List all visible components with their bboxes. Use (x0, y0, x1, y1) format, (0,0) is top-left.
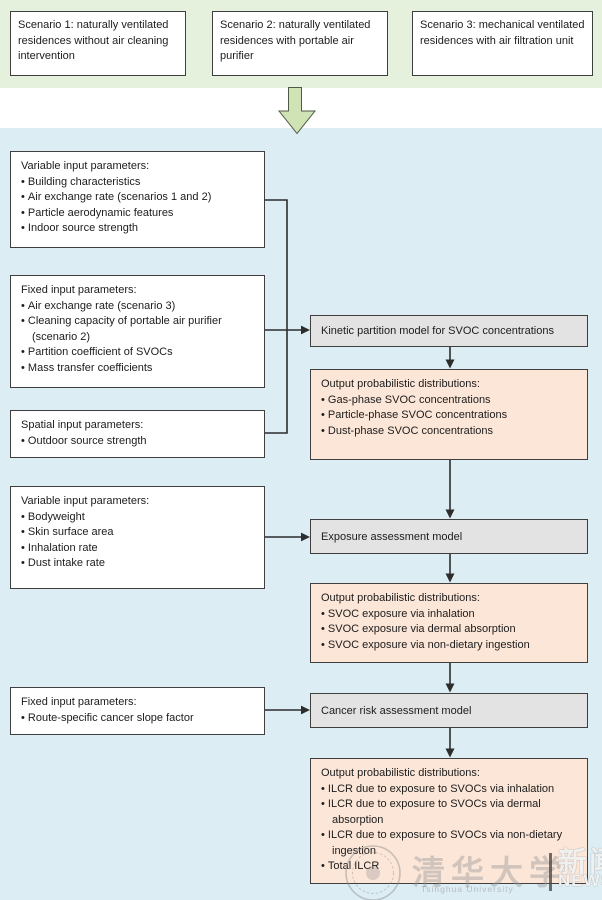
bullet-item: Cleaning capacity of portable air purifi… (21, 314, 256, 345)
bullet-item: Bodyweight (21, 510, 256, 526)
bullet-item: SVOC exposure via non-dietary ingestion (321, 638, 579, 654)
box-title: Output probabilistic distributions: (321, 592, 480, 604)
box-title: Fixed input parameters: (21, 696, 137, 708)
input-box-fixed-air: Fixed input parameters: Air exchange rat… (10, 275, 265, 388)
box-title: Output probabilistic distributions: (321, 378, 480, 390)
input-box-variable-body: Variable input parameters: BodyweightSki… (10, 486, 265, 589)
model-label: Cancer risk assessment model (321, 704, 472, 717)
bullet-item: Building characteristics (21, 175, 256, 191)
bullet-item: Gas-phase SVOC concentrations (321, 393, 579, 409)
bullet-item: Inhalation rate (21, 541, 256, 557)
scenario-box-3: Scenario 3: mechanical ventilated reside… (412, 11, 593, 76)
model-label: Exposure assessment model (321, 530, 463, 543)
bullet-item: SVOC exposure via inhalation (321, 607, 579, 623)
bullet-item: Air exchange rate (scenarios 1 and 2) (21, 190, 256, 206)
output-box-exposure: Output probabilistic distributions: SVOC… (310, 583, 588, 663)
bullet-item: Skin surface area (21, 525, 256, 541)
bullet-list: Route-specific cancer slope factor (21, 711, 256, 727)
bullet-item: Mass transfer coefficients (21, 361, 256, 377)
bullet-list: Building characteristicsAir exchange rat… (21, 175, 256, 237)
input-box-variable-building: Variable input parameters: Building char… (10, 151, 265, 248)
bullet-item: Dust-phase SVOC concentrations (321, 424, 579, 440)
box-title: Output probabilistic distributions: (321, 767, 480, 779)
output-box-concentrations: Output probabilistic distributions: Gas-… (310, 369, 588, 460)
bullet-list: Air exchange rate (scenario 3)Cleaning c… (21, 299, 256, 377)
bullet-item: Partition coefficient of SVOCs (21, 345, 256, 361)
bullet-list: Gas-phase SVOC concentrationsParticle-ph… (321, 393, 579, 440)
bullet-item: ILCR due to exposure to SVOCs via inhala… (321, 782, 579, 798)
bullet-list: BodyweightSkin surface areaInhalation ra… (21, 510, 256, 572)
model-box-exposure-assessment: Exposure assessment model (310, 519, 588, 554)
bullet-item: Particle aerodynamic features (21, 206, 256, 222)
bullet-list: SVOC exposure via inhalationSVOC exposur… (321, 607, 579, 654)
box-title: Spatial input parameters: (21, 419, 144, 431)
bullet-item: Particle-phase SVOC concentrations (321, 408, 579, 424)
model-box-kinetic-partition: Kinetic partition model for SVOC concent… (310, 315, 588, 347)
model-label: Kinetic partition model for SVOC concent… (321, 325, 554, 337)
bullet-item: Total ILCR (321, 859, 579, 875)
bullet-item: Route-specific cancer slope factor (21, 711, 256, 727)
bullet-item: ILCR due to exposure to SVOCs via non-di… (321, 828, 579, 859)
bullet-item: SVOC exposure via dermal absorption (321, 622, 579, 638)
output-box-ilcr: Output probabilistic distributions: ILCR… (310, 758, 588, 884)
bullet-item: Air exchange rate (scenario 3) (21, 299, 256, 315)
input-box-fixed-cancer-slope: Fixed input parameters: Route-specific c… (10, 687, 265, 735)
input-box-spatial: Spatial input parameters: Outdoor source… (10, 410, 265, 458)
bullet-list: ILCR due to exposure to SVOCs via inhala… (321, 782, 579, 875)
box-title: Fixed input parameters: (21, 284, 137, 296)
bullet-item: Indoor source strength (21, 221, 256, 237)
model-box-cancer-risk: Cancer risk assessment model (310, 693, 588, 728)
scenario-box-1: Scenario 1: naturally ventilated residen… (10, 11, 186, 76)
scenario-box-2: Scenario 2: naturally ventilated residen… (212, 11, 388, 76)
box-title: Variable input parameters: (21, 160, 150, 172)
bullet-item: Outdoor source strength (21, 434, 256, 450)
bullet-item: ILCR due to exposure to SVOCs via dermal… (321, 797, 579, 828)
bullet-list: Outdoor source strength (21, 434, 256, 450)
bullet-item: Dust intake rate (21, 556, 256, 572)
box-title: Variable input parameters: (21, 495, 150, 507)
